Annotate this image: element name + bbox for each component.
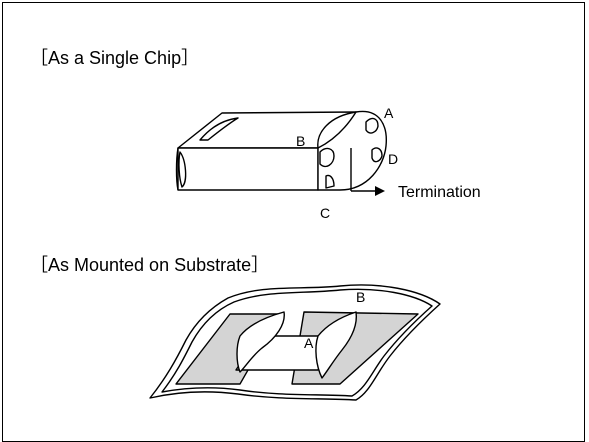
chip-left-end-pad <box>178 151 187 188</box>
label-a-mounted: A <box>304 335 314 351</box>
termination-patch-a <box>365 117 379 134</box>
label-a-single: A <box>384 105 394 121</box>
solder-fillet-left <box>236 311 285 373</box>
label-b-mounted: B <box>356 289 365 305</box>
chip-diagram: A B D C Termination B A <box>149 105 481 401</box>
chip-front-face <box>177 147 319 191</box>
label-d-single: D <box>388 151 398 167</box>
heading-mounted-on-substrate: ［As Mounted on Substrate］ <box>30 255 270 275</box>
termination-patch-c <box>325 174 335 189</box>
label-b-single: B <box>296 133 305 149</box>
label-c-single: C <box>320 205 330 221</box>
chip-left-termination <box>175 147 179 191</box>
substrate-inner-outline <box>161 288 433 397</box>
termination-patch-b <box>319 147 335 168</box>
mounted-drawing <box>149 284 441 401</box>
termination-label: Termination <box>398 184 481 201</box>
termination-patch-d <box>371 147 383 163</box>
solder-fillet-right <box>315 311 357 379</box>
single-chip-drawing <box>175 110 387 196</box>
chip-right-cap-edge <box>317 111 357 149</box>
heading-single-chip: ［As a Single Chip］ <box>30 48 200 68</box>
chip-top-left-termination <box>199 117 239 141</box>
